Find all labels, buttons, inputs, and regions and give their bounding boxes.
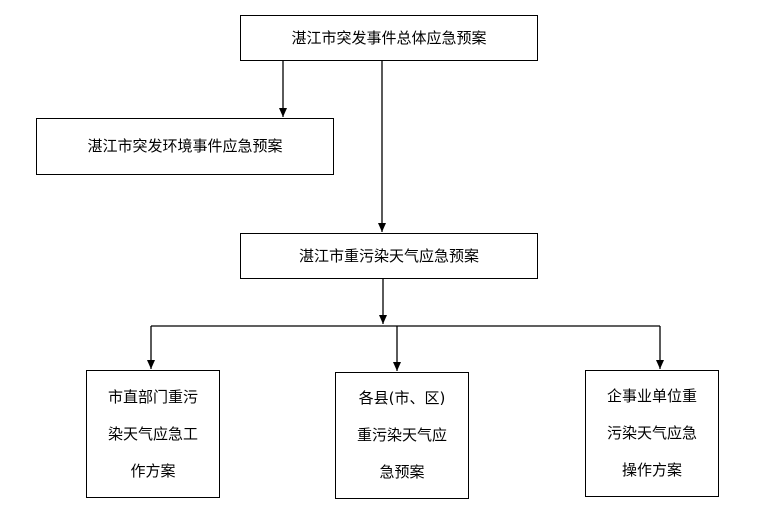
master-plan-box: 湛江市突发事件总体应急预案: [240, 15, 538, 61]
env-plan-label: 湛江市突发环境事件应急预案: [87, 137, 283, 155]
county-plan-line: 急预案: [379, 463, 425, 481]
county-plan-line: 重污染天气应: [356, 426, 447, 444]
smog-plan-label: 湛江市重污染天气应急预案: [298, 246, 479, 265]
master-plan-label: 湛江市突发事件总体应急预案: [291, 28, 487, 47]
enterprise-plan-line: 企事业单位重: [606, 387, 697, 405]
city-dept-plan-line: 染天气应急工: [107, 424, 198, 443]
county-plan-box: 各县(市、区) 重污染天气应 急预案: [335, 372, 469, 499]
city-dept-plan-line: 市直部门重污: [107, 387, 198, 406]
city-dept-plan-box: 市直部门重污 染天气应急工 作方案: [86, 370, 220, 498]
enterprise-plan-box: 企事业单位重 污染天气应急 操作方案: [585, 370, 719, 497]
env-plan-box: 湛江市突发环境事件应急预案: [36, 118, 334, 175]
enterprise-plan-line: 操作方案: [621, 461, 682, 479]
county-plan-line: 各县(市、区): [358, 389, 446, 407]
enterprise-plan-line: 污染天气应急: [606, 424, 697, 442]
smog-plan-box: 湛江市重污染天气应急预案: [240, 233, 538, 279]
city-dept-plan-line: 作方案: [130, 461, 176, 480]
